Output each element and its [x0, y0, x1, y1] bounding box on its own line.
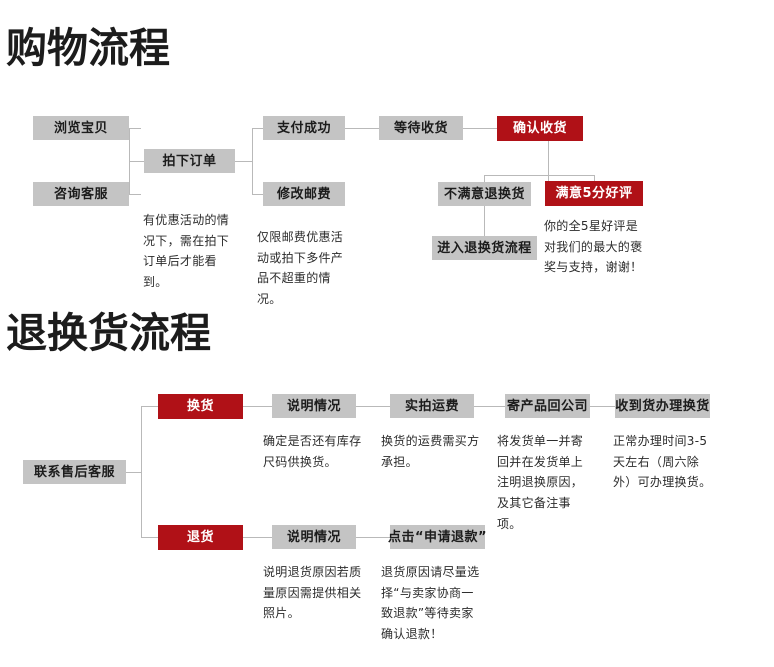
node-waiting[interactable]: 等待收货: [379, 116, 463, 140]
node-unhappy-return[interactable]: 不满意退换货: [438, 182, 531, 206]
connector-to-shipfee: [252, 194, 264, 195]
connector-returns-spine: [141, 406, 142, 537]
connector-order-split-spine: [252, 128, 253, 194]
connector-confirm-split: [484, 175, 594, 176]
node-contact-aftersales[interactable]: 联系售后客服: [23, 460, 126, 484]
node-real-shipping-fee[interactable]: 实拍运费: [390, 394, 474, 418]
connector-explain2-to-clickrefund: [356, 537, 390, 538]
node-enter-return-flow[interactable]: 进入退换货流程: [432, 236, 537, 260]
node-browse[interactable]: 浏览宝贝: [33, 116, 129, 140]
connector-aftersales-out: [126, 472, 142, 473]
node-explain-situation-exchange[interactable]: 说明情况: [272, 394, 356, 418]
connector-browse-out: [129, 128, 141, 129]
connector-order-out: [235, 161, 253, 162]
connector-unhappy-to-enterflow: [484, 203, 485, 236]
connector-realfee-to-sendback: [474, 406, 505, 407]
note-explain2: 说明退货原因若质量原因需提供相关照片。: [263, 565, 362, 621]
node-exchange[interactable]: 换货: [158, 394, 243, 419]
connector-consult-out: [129, 194, 141, 195]
node-received-process-exchange[interactable]: 收到货办理换货: [615, 394, 710, 418]
node-order[interactable]: 拍下订单: [144, 149, 235, 173]
node-paid[interactable]: 支付成功: [263, 116, 345, 140]
note-shipfee: 仅限邮费优惠活动或拍下多件产品不超重的情况。: [257, 230, 344, 306]
section-title-returns: 退换货流程: [6, 309, 211, 357]
note-clickrefund: 退货原因请尽量选择“与卖家协商一致退款”等待卖家确认退款！: [381, 565, 480, 641]
connector-refund-to-explain2: [243, 537, 272, 538]
connector-to-unhappy: [484, 175, 485, 188]
node-click-apply-refund[interactable]: 点击“申请退款”: [388, 525, 487, 549]
connector-confirm-down: [548, 141, 549, 188]
connector-sendback-to-received: [590, 406, 615, 407]
note-order: 有优惠活动的情况下，需在拍下订单后才能看到。: [143, 213, 230, 289]
node-confirm-receipt[interactable]: 确认收货: [497, 116, 583, 141]
node-explain-situation-return[interactable]: 说明情况: [272, 525, 356, 549]
note-received: 正常办理时间3-5天左右（周六除外）可办理换货。: [613, 434, 712, 490]
connector-to-exchange: [141, 406, 158, 407]
note-realfee: 换货的运费需买方承担。: [381, 434, 480, 469]
node-return-goods[interactable]: 退货: [158, 525, 243, 550]
section-title-shopping: 购物流程: [6, 24, 170, 72]
connector-to-refund: [141, 537, 158, 538]
note-sendback: 将发货单一并寄回并在发货单上注明退换原因，及其它备注事项。: [497, 434, 584, 531]
note-praise: 你的全5星好评是对我们的最大的褒奖与支持，谢谢！: [544, 219, 643, 275]
connector-to-order: [129, 161, 145, 162]
node-send-product-back[interactable]: 寄产品回公司: [505, 394, 590, 418]
connector-exchange-to-explain1: [243, 406, 272, 407]
node-consult[interactable]: 咨询客服: [33, 182, 129, 206]
note-explain1: 确定是否还有库存尺码供换货。: [263, 434, 362, 469]
connector-paid-to-waiting: [345, 128, 379, 129]
connector-waiting-to-confirm: [463, 128, 497, 129]
node-five-star-praise[interactable]: 满意5分好评: [545, 181, 643, 206]
connector-to-paid: [252, 128, 264, 129]
connector-explain1-to-realfee: [356, 406, 390, 407]
node-shipfee[interactable]: 修改邮费: [263, 182, 345, 206]
